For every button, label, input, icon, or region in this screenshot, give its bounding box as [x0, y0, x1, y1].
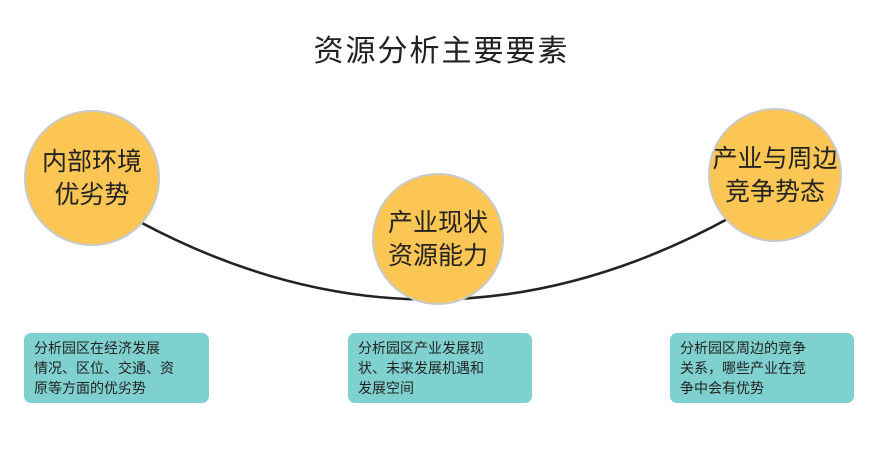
description-line: 状、未来发展机遇和 — [358, 361, 484, 377]
node-label-line: 竞争势态 — [724, 177, 825, 206]
description-line: 分析园区在经济发展 — [34, 341, 160, 357]
node-label-line: 优劣势 — [54, 180, 130, 209]
description-box-internal: 分析园区在经济发展 情况、区位、交通、资 原等方面的优劣势 — [24, 333, 209, 403]
node-label-line: 内部环境 — [41, 147, 142, 176]
description-line: 争中会有优势 — [680, 381, 764, 397]
node-label-line: 资源能力 — [387, 241, 488, 270]
node-industry-status: 产业现状 资源能力 — [372, 173, 504, 305]
node-competition: 产业与周边 竞争势态 — [708, 108, 842, 242]
description-line: 情况、区位、交通、资 — [34, 361, 174, 377]
description-line: 发展空间 — [358, 381, 414, 397]
node-label-line: 产业现状 — [387, 208, 488, 237]
description-line: 原等方面的优劣势 — [34, 381, 146, 397]
description-box-industry: 分析园区产业发展现 状、未来发展机遇和 发展空间 — [348, 333, 532, 403]
description-line: 关系，哪些产业在竞 — [680, 361, 806, 377]
node-internal-environment: 内部环境 优劣势 — [24, 110, 160, 246]
description-line: 分析园区产业发展现 — [358, 341, 484, 357]
description-box-competition: 分析园区周边的竞争 关系，哪些产业在竞 争中会有优势 — [670, 333, 854, 403]
description-line: 分析园区周边的竞争 — [680, 341, 806, 357]
diagram-title: 资源分析主要要素 — [313, 34, 570, 69]
node-label-line: 产业与周边 — [712, 144, 838, 173]
